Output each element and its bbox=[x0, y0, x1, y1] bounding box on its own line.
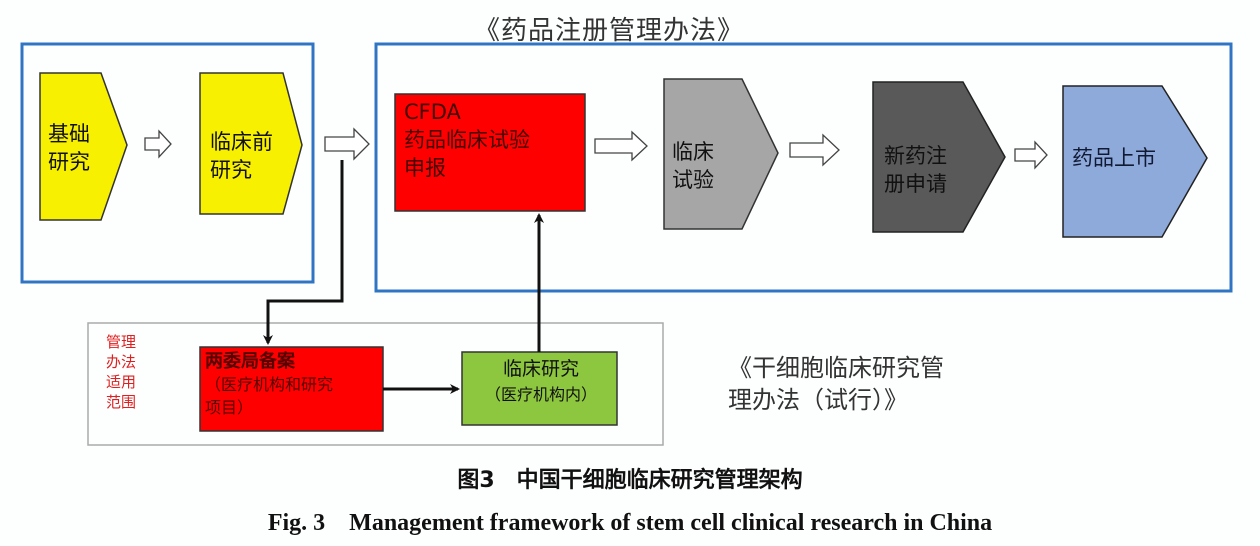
label-line: 药品临床试验 bbox=[404, 128, 530, 152]
drug-registration-frame bbox=[374, 42, 1233, 293]
scope-frame bbox=[87, 322, 664, 446]
clinical-research-label: 临床研究 （医疗机构内） bbox=[466, 356, 616, 408]
block-arrow-icon bbox=[144, 129, 172, 159]
block-arrow-icon bbox=[1014, 140, 1048, 170]
scope-line: 范围 bbox=[106, 393, 137, 411]
clinical-trial-label: 临床 试验 bbox=[672, 138, 714, 194]
drug-registration-regulation-title: 《药品注册管理办法》 bbox=[474, 16, 745, 46]
label-line: 两委局备案 bbox=[205, 351, 295, 372]
scope-line: 办法 bbox=[106, 353, 137, 371]
label-line: 试验 bbox=[672, 168, 714, 192]
figure-caption-en: Fig. 3 Management framework of stem cell… bbox=[267, 510, 993, 536]
label-line: （医疗机构内） bbox=[484, 385, 597, 404]
label-line: 册申请 bbox=[884, 172, 947, 196]
label-line: 临床前 bbox=[210, 130, 273, 154]
two-committees-filing-label: 两委局备案 （医疗机构和研究 项目） bbox=[205, 350, 333, 419]
cfda-application-node bbox=[394, 93, 586, 212]
basic-research-label: 基础 研究 bbox=[48, 120, 90, 176]
label-line: 临床 bbox=[672, 140, 714, 164]
title-line: 《干细胞临床研究管 bbox=[728, 354, 944, 382]
label-line: CFDA bbox=[404, 100, 461, 124]
label-line: 基础 bbox=[48, 122, 90, 146]
basic-research-node bbox=[39, 72, 128, 221]
stem-cell-regulation-title: 《干细胞临床研究管 理办法（试行）》 bbox=[728, 352, 1018, 416]
cfda-application-label: CFDA 药品临床试验 申报 bbox=[404, 98, 530, 182]
new-drug-registration-label: 新药注 册申请 bbox=[884, 142, 947, 198]
scope-label: 管理 办法 适用 范围 bbox=[106, 332, 142, 412]
label-line: 研究 bbox=[48, 150, 90, 174]
clinical-research-node bbox=[461, 351, 618, 426]
clinical-trial-node bbox=[663, 78, 779, 230]
label-line: 申报 bbox=[404, 156, 446, 180]
scope-line: 管理 bbox=[106, 333, 137, 351]
figure-caption-cn: 图3 中国干细胞临床研究管理架构 bbox=[457, 468, 803, 493]
title-line: 理办法（试行）》 bbox=[728, 386, 908, 414]
preclinical-research-node bbox=[199, 72, 303, 215]
block-arrow-icon bbox=[594, 130, 648, 162]
label-line: 临床研究 bbox=[502, 358, 579, 380]
research-stage-frame bbox=[20, 42, 315, 284]
drug-launch-label: 药品上市 bbox=[1072, 146, 1156, 170]
new-drug-registration-node bbox=[872, 81, 1006, 233]
scope-line: 适用 bbox=[106, 373, 137, 391]
label-line: 项目） bbox=[205, 398, 254, 417]
two-committees-filing-node bbox=[199, 346, 384, 432]
block-arrow-icon bbox=[789, 133, 840, 167]
connector-to-filing bbox=[263, 160, 344, 345]
preclinical-research-label: 临床前 研究 bbox=[210, 128, 273, 184]
label-line: 新药注 bbox=[884, 144, 947, 168]
label-line: （医疗机构和研究 bbox=[205, 375, 334, 394]
block-arrow-icon bbox=[324, 127, 370, 161]
drug-launch-node bbox=[1062, 85, 1208, 238]
label-line: 研究 bbox=[210, 158, 252, 182]
